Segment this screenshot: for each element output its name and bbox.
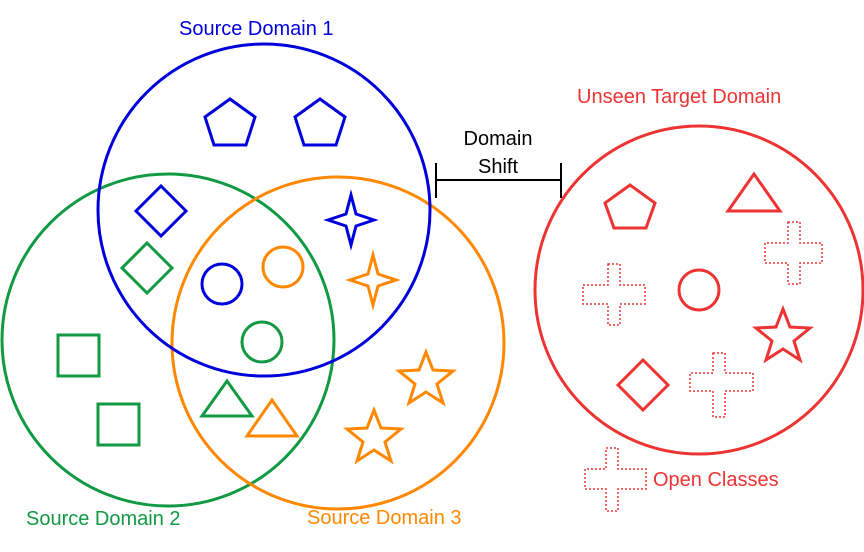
open-class-cross-icon [764,221,823,285]
source-domain-2-label: Source Domain 2 [26,508,181,530]
pentagon-icon [203,97,257,147]
source-domain-3-circle [170,175,506,511]
circle-icon [261,245,305,289]
target-domain-label: Unseen Target Domain [577,86,782,108]
circle-icon [677,268,721,312]
domain-shift-bracket [435,163,562,198]
diamond-icon [615,357,671,413]
square-icon [56,333,101,378]
open-class-cross-icon [584,447,647,512]
pentagon-icon [293,97,347,147]
open-class-cross-icon [689,352,754,418]
circle-icon [200,262,244,306]
source-domain-1-circle [96,42,432,378]
source-domain-1-label: Source Domain 1 [179,18,334,40]
domain-shift-label-line1: Domain [463,128,533,150]
triangle-icon [725,171,783,213]
triangle-icon [199,378,255,418]
domain-shift-label-line2: Shift [477,156,519,178]
star-icon [395,347,457,407]
four-point-star-icon [323,189,379,251]
diamond-icon [119,240,175,296]
square-icon [96,402,141,447]
star-icon [752,304,814,364]
open-class-cross-icon [582,263,646,326]
source-domain-2-circle [0,172,336,508]
pentagon-icon [603,183,657,230]
target-domain-circle [533,124,864,456]
circle-icon [240,320,284,364]
triangle-icon [244,397,300,438]
source-domain-3-label: Source Domain 3 [307,507,462,529]
open-classes-label: Open Classes [653,469,779,491]
diamond-icon [133,183,189,239]
star-icon [343,405,405,465]
four-point-star-icon [345,249,401,311]
